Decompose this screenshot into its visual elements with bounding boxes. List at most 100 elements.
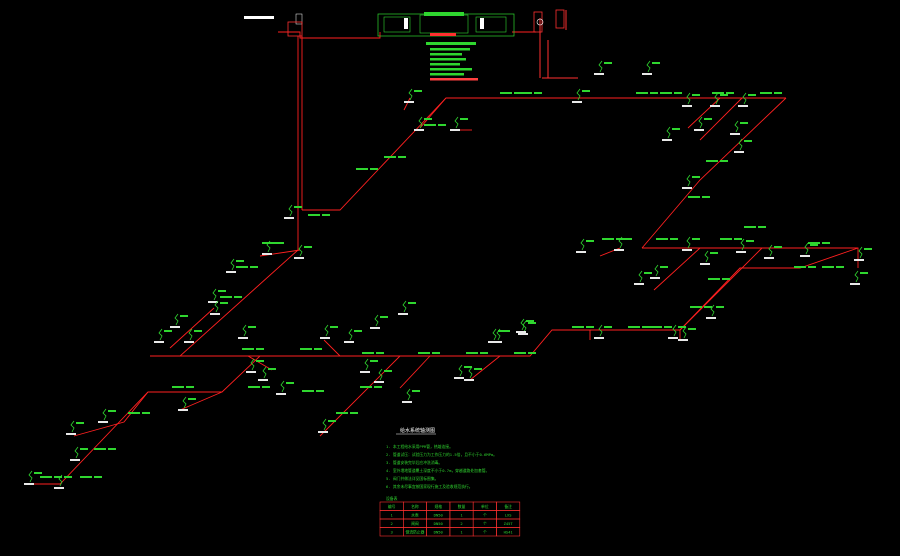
fixture-riser bbox=[174, 313, 179, 326]
fixture-base bbox=[210, 313, 220, 315]
pipe-segment bbox=[403, 97, 411, 111]
pipe-label-tag bbox=[616, 238, 624, 240]
fixture-base bbox=[262, 253, 272, 255]
pipe-label-tag bbox=[362, 352, 374, 354]
fixture-riser bbox=[408, 88, 413, 101]
table-cell-text: DN50 bbox=[434, 521, 444, 526]
pipe-label-tag bbox=[822, 242, 830, 244]
pipe-segment bbox=[247, 355, 273, 371]
pipe-label-tag bbox=[424, 124, 436, 126]
fixture-tag bbox=[328, 420, 336, 422]
fixture-riser bbox=[214, 300, 219, 313]
fixture-base bbox=[682, 249, 692, 251]
fixture-base bbox=[464, 379, 474, 381]
pipe-label-tag bbox=[660, 92, 672, 94]
fixture-riser bbox=[74, 446, 79, 459]
fixture-group bbox=[24, 60, 872, 489]
fixture-base bbox=[576, 251, 586, 253]
fixture-riser bbox=[576, 88, 581, 101]
pipe-label-tag bbox=[314, 348, 322, 350]
fixture-tag bbox=[582, 90, 590, 92]
table-cell-text: 数量 bbox=[458, 504, 466, 509]
pipe-label-tag bbox=[670, 238, 678, 240]
fixture-riser bbox=[70, 420, 75, 433]
fixture-tag bbox=[716, 306, 724, 308]
pipe-segment bbox=[699, 97, 743, 141]
fixture-base bbox=[492, 341, 502, 343]
pipe-label-tag bbox=[688, 196, 700, 198]
notes-block: 给水系统轴测图 1. 本工程给水采用PPR管，热熔连接。 2. 管道试压：试验压… bbox=[386, 427, 497, 501]
pipe-label-tag bbox=[398, 156, 406, 158]
pipe-segment bbox=[641, 97, 787, 249]
fixture-tag bbox=[76, 422, 84, 424]
pipe-label-tag bbox=[808, 266, 816, 268]
table-cell-text: 名称 bbox=[411, 504, 419, 509]
fixture-base bbox=[226, 271, 236, 273]
pipe-label-tag bbox=[248, 386, 260, 388]
pipe-label-tag bbox=[602, 238, 614, 240]
pipe-segment bbox=[73, 391, 149, 437]
fixture-riser bbox=[250, 358, 255, 371]
fixture-riser bbox=[230, 258, 235, 271]
fixture-riser bbox=[322, 418, 327, 431]
fixture-riser bbox=[496, 328, 501, 341]
pipe-label-tag bbox=[360, 386, 372, 388]
pipe-label-tag bbox=[708, 278, 720, 280]
pipe-label-tag bbox=[720, 160, 728, 162]
fixture-riser bbox=[458, 364, 463, 377]
fixture-tag bbox=[218, 290, 226, 292]
fixture-tag bbox=[678, 326, 686, 328]
fixture-base bbox=[54, 487, 64, 489]
fixture-base bbox=[24, 483, 34, 485]
pipe-label-tag bbox=[376, 352, 384, 354]
fixture-base bbox=[710, 105, 720, 107]
fixture-tag bbox=[188, 398, 196, 400]
fixture-tag bbox=[672, 128, 680, 130]
fixture-tag bbox=[644, 272, 652, 274]
pipe-label-tag bbox=[142, 412, 150, 414]
table-cell-text: 个 bbox=[483, 529, 487, 534]
table-cell bbox=[496, 527, 521, 537]
table-cell-text: 倒流防止器 bbox=[405, 529, 424, 534]
fixture-base bbox=[370, 327, 380, 329]
pipe-label-tag bbox=[128, 412, 140, 414]
fixture-tag bbox=[652, 62, 660, 64]
fixture-riser bbox=[768, 244, 773, 257]
fixture-riser bbox=[418, 116, 423, 129]
pipe-segment bbox=[399, 355, 431, 389]
fixture-riser bbox=[348, 328, 353, 341]
fixture-tag bbox=[108, 410, 116, 412]
fixture-riser bbox=[738, 138, 743, 151]
fixture-tag bbox=[248, 326, 256, 328]
fixture-riser bbox=[242, 324, 247, 337]
pipe-segment bbox=[179, 391, 223, 411]
fixture-base bbox=[450, 129, 460, 131]
fixture-base bbox=[318, 431, 328, 433]
fixture-base bbox=[398, 313, 408, 315]
pipe-label-tag bbox=[650, 92, 658, 94]
fixture-tag bbox=[692, 238, 700, 240]
pipe-label-tag bbox=[322, 214, 330, 216]
pipe-label-tag bbox=[534, 92, 542, 94]
table-cell-text: 1 bbox=[460, 529, 463, 534]
pipe-label-tag bbox=[172, 386, 184, 388]
fixture-base bbox=[594, 337, 604, 339]
fixture-riser bbox=[102, 408, 107, 421]
pipe-label-tag bbox=[80, 476, 92, 478]
pipe-label-tag bbox=[94, 448, 106, 450]
pipe-label-tag bbox=[712, 92, 724, 94]
fixture-base bbox=[374, 381, 384, 383]
fixture-riser bbox=[598, 324, 603, 337]
pipe-label-tag bbox=[94, 476, 102, 478]
pipe-label-tag bbox=[664, 326, 672, 328]
fixture-tag bbox=[604, 62, 612, 64]
table-cell-text: 1 bbox=[391, 512, 394, 517]
fixture-riser bbox=[686, 92, 691, 105]
fixture-riser bbox=[298, 244, 303, 257]
fixture-tag bbox=[720, 94, 728, 96]
note-line-1: 1. 本工程给水采用PPR管，热熔连接。 bbox=[386, 444, 453, 449]
pipe-label-tag bbox=[374, 386, 382, 388]
fixture-tag bbox=[860, 272, 868, 274]
fixture-riser bbox=[704, 250, 709, 263]
